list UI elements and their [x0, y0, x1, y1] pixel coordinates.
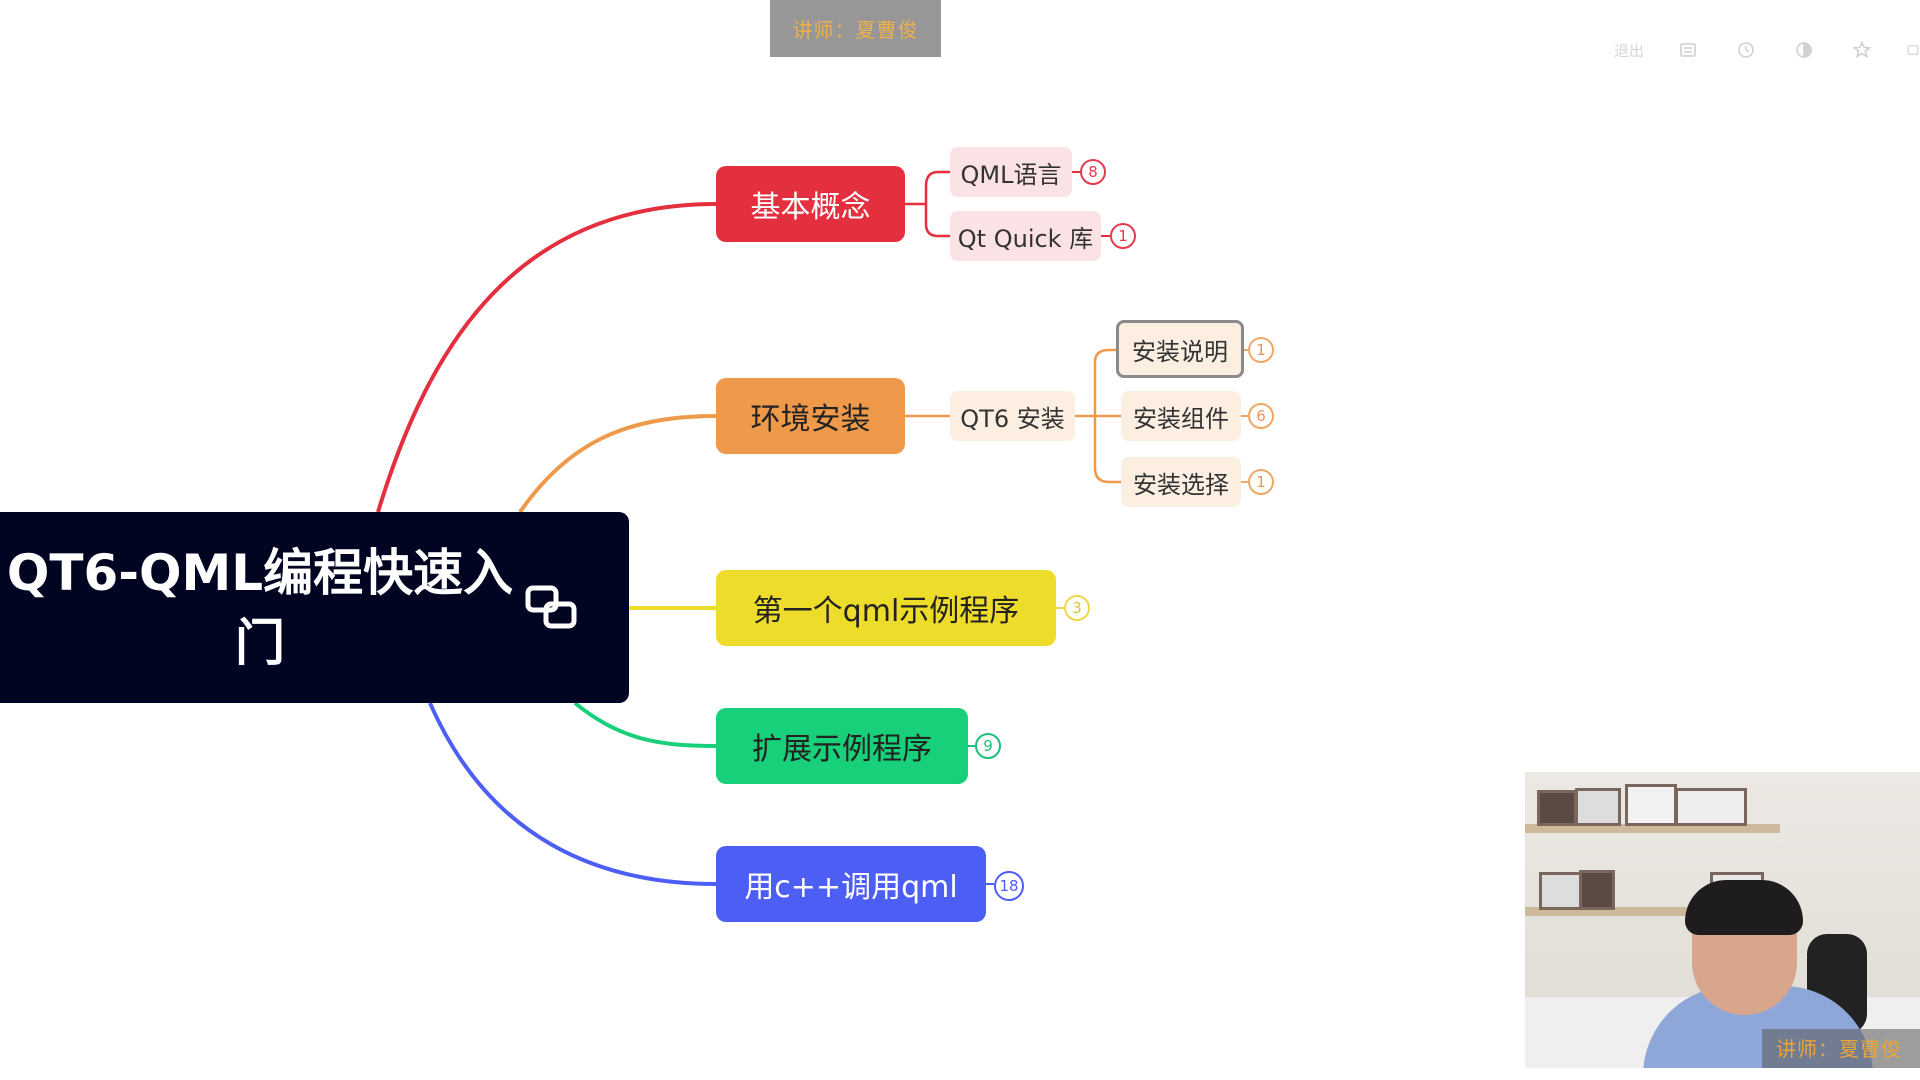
topic-environment-setup[interactable]: 环境安装 [716, 378, 905, 454]
topic-cpp-call-qml[interactable]: 用c++调用qml [716, 846, 986, 922]
subtopic-install-components[interactable]: 安装组件 [1121, 391, 1241, 441]
count-badge[interactable]: 3 [1064, 595, 1090, 621]
count-badge[interactable]: 8 [1080, 159, 1106, 185]
count-badge[interactable]: 6 [1248, 403, 1274, 429]
clock-icon[interactable] [1732, 36, 1760, 64]
outline-icon[interactable] [1674, 36, 1702, 64]
topic-basic-concepts[interactable]: 基本概念 [716, 166, 905, 242]
count-badge[interactable]: 1 [1248, 469, 1274, 495]
subtopic-qml-language[interactable]: QML语言 [950, 147, 1072, 197]
exit-button[interactable]: 退出 [1613, 41, 1644, 60]
topic-extended-examples[interactable]: 扩展示例程序 [716, 708, 968, 784]
lecturer-banner: 讲师：夏曹俊 [770, 0, 941, 57]
window-icon[interactable] [1906, 36, 1920, 64]
topic-first-qml-example[interactable]: 第一个qml示例程序 [716, 570, 1056, 646]
subtopic-install-notes[interactable]: 安装说明 [1116, 320, 1244, 378]
count-badge[interactable]: 9 [975, 733, 1001, 759]
webcam-overlay: 讲师：夏曹俊 [1525, 772, 1920, 1068]
subtopic-install-options[interactable]: 安装选择 [1121, 457, 1241, 507]
theme-contrast-icon[interactable] [1790, 36, 1818, 64]
subtopic-qt-quick-library[interactable]: Qt Quick 库 [950, 211, 1101, 261]
subtopic-qt6-install[interactable]: QT6 安装 [950, 391, 1075, 441]
link-icon[interactable] [524, 580, 580, 636]
star-icon[interactable] [1848, 36, 1876, 64]
root-title: QT6-QML编程快速入门 [6, 543, 514, 672]
webcam-caption: 讲师：夏曹俊 [1762, 1029, 1920, 1068]
count-badge[interactable]: 1 [1110, 223, 1136, 249]
count-badge[interactable]: 1 [1248, 337, 1274, 363]
mindmap-root[interactable]: QT6-QML编程快速入门 [0, 512, 629, 703]
count-badge[interactable]: 18 [994, 871, 1024, 901]
top-toolbar: 退出 [1614, 36, 1920, 64]
